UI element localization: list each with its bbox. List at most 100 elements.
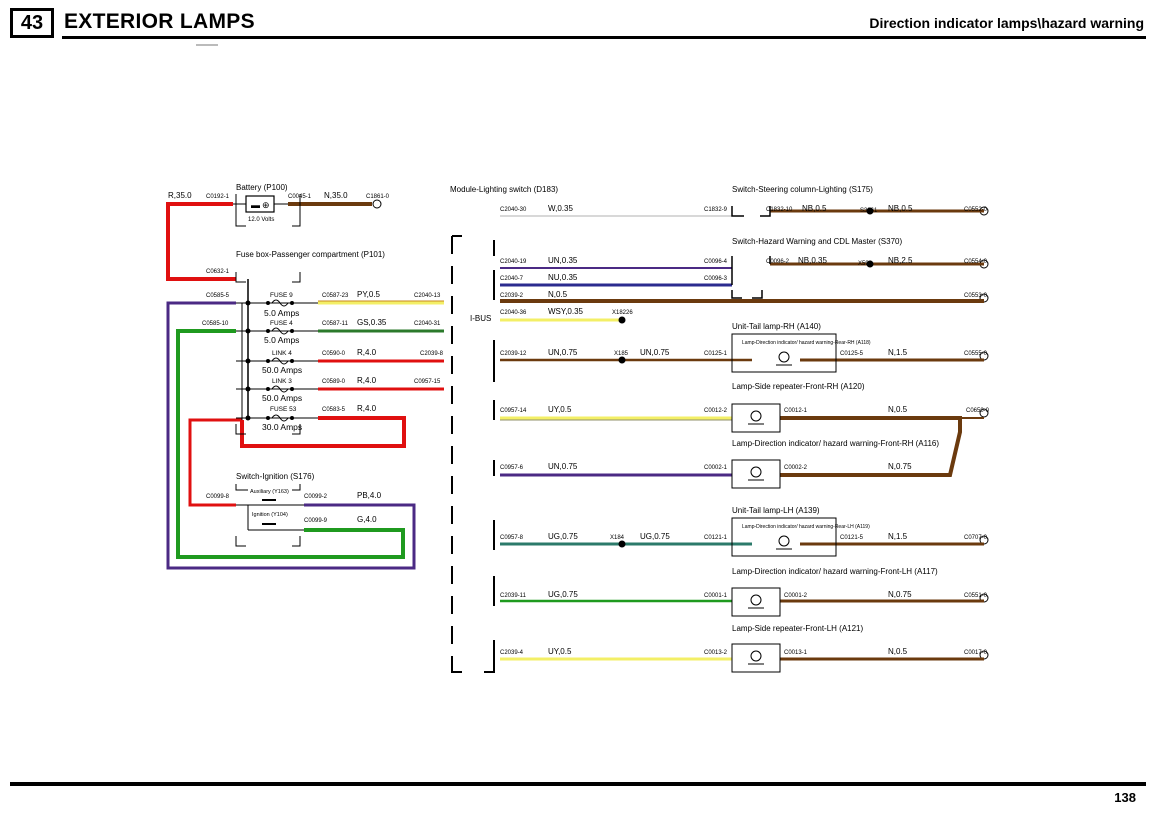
conn-label: C0001-1 xyxy=(704,593,728,599)
conn-label: C0013-2 xyxy=(704,650,728,656)
conn-label: S3361 xyxy=(860,208,878,214)
label-side-lh: Lamp-Side repeater-Front-LH (A121) xyxy=(732,624,864,633)
label-fusebox: Fuse box-Passenger compartment (P101) xyxy=(236,250,385,259)
conn-label: C0017-0 xyxy=(964,650,988,656)
conn-label: C0099-8 xyxy=(206,494,230,500)
conn-label: C0099-9 xyxy=(304,518,328,524)
conn-label: C0096-3 xyxy=(704,276,728,282)
conn-label: C0957-15 xyxy=(414,379,441,385)
wire-label: NB,2.5 xyxy=(888,256,913,265)
wire-label: N,1.5 xyxy=(888,532,908,541)
conn-label: X184 xyxy=(610,535,625,541)
switch-boxes xyxy=(731,206,771,299)
conn-label: C1832-9 xyxy=(704,207,728,213)
conn-label: C2040-19 xyxy=(500,259,527,265)
fuse-rating: 5.0 Amps xyxy=(264,335,299,345)
conn-label: C0013-1 xyxy=(784,650,808,656)
label-auxiliary: Auxiliary (Y163) xyxy=(250,489,289,495)
signal-wires xyxy=(500,209,984,661)
conn-label: C0121-1 xyxy=(704,535,728,541)
conn-label: C0001-2 xyxy=(784,593,808,599)
conn-label: C2039-8 xyxy=(420,351,444,357)
conn-label: C2040-13 xyxy=(414,293,441,299)
lighting-module-outline xyxy=(451,235,495,673)
conn-label: C0585-5 xyxy=(206,293,230,299)
page-subtitle: Direction indicator lamps\hazard warning xyxy=(869,15,1144,31)
wire-label: N,1.5 xyxy=(888,348,908,357)
conn-label: C2040-7 xyxy=(500,276,524,282)
fuse-dots xyxy=(245,300,294,421)
fuse-texts: FUSE 9 5.0 Amps FUSE 4 5.0 Amps LINK 4 5… xyxy=(262,292,302,432)
conn-label: C0587-11 xyxy=(322,321,349,327)
wire-red-ign xyxy=(188,418,242,507)
conn-label: C0957-6 xyxy=(500,465,524,471)
conn-label: C0957-8 xyxy=(500,535,524,541)
conn-label: X185 xyxy=(614,351,629,357)
conn-label: C0012-2 xyxy=(704,408,728,414)
conn-label: C0552-0 xyxy=(964,207,988,213)
conn-label: X18226 xyxy=(612,310,633,316)
fuse-name: FUSE 53 xyxy=(270,406,297,413)
fuse-name: LINK 4 xyxy=(272,350,292,357)
conn-label: C0012-1 xyxy=(784,408,808,414)
page-number: 138 xyxy=(1114,790,1136,805)
label-tail-lh-inner: Lamp-Direction indicator/ hazard warning… xyxy=(742,524,870,530)
wire-label: NU,0.35 xyxy=(548,273,578,282)
wire-label: UN,0.35 xyxy=(548,256,578,265)
conn-label: C2040-30 xyxy=(500,207,527,213)
wire-purple-loop xyxy=(166,301,416,570)
conn-label: C2039-11 xyxy=(500,593,527,599)
label-ignition-switch: Switch-Ignition (S176) xyxy=(236,472,315,481)
fuse-name: FUSE 9 xyxy=(270,292,293,299)
splice-dots xyxy=(618,207,874,548)
wire-label: UN,0.75 xyxy=(640,348,670,357)
label-front-lh: Lamp-Direction indicator/ hazard warning… xyxy=(732,567,938,576)
conn-label: X596 xyxy=(858,261,873,267)
conn-label: C0121-5 xyxy=(840,535,864,541)
conn-label: C2039-2 xyxy=(500,293,524,299)
fuse-rating: 5.0 Amps xyxy=(264,308,299,318)
footer-rule xyxy=(10,782,1146,786)
fuse-rating: 30.0 Amps xyxy=(262,422,302,432)
conn-label: C2040-36 xyxy=(500,310,527,316)
earth-symbols xyxy=(372,199,989,660)
component-labels: Battery (P100) 12.0 Volts Fuse box-Passe… xyxy=(236,183,939,633)
label-tail-rh: Unit-Tail lamp-RH (A140) xyxy=(732,322,821,331)
wire-label: R,4.0 xyxy=(357,404,377,413)
conn-label: C0002-1 xyxy=(704,465,728,471)
wire-r35 xyxy=(166,202,236,281)
label-tail-rh-inner: Lamp-Direction indicator/ hazard warning… xyxy=(742,340,871,346)
wire-label: R,35.0 xyxy=(168,191,192,200)
conn-label: C0585-10 xyxy=(202,321,229,327)
conn-label: C1832-10 xyxy=(766,207,793,213)
header-rule xyxy=(62,36,1146,39)
conn-label: C0096-2 xyxy=(766,259,790,265)
wire-label: N,0.75 xyxy=(888,462,912,471)
wire-r4c xyxy=(240,416,406,448)
wire-label: UG,0.75 xyxy=(548,532,578,541)
lamp-boxes xyxy=(731,333,837,673)
wire-label: N,0.5 xyxy=(888,647,908,656)
wire-label: N,0.5 xyxy=(548,290,568,299)
conn-label: C2039-4 xyxy=(500,650,524,656)
ignition-switch-symbol xyxy=(235,484,304,547)
wire-label: UG,0.75 xyxy=(548,590,578,599)
conn-label: C0192-1 xyxy=(206,194,230,200)
page-title: EXTERIOR LAMPS xyxy=(64,10,255,33)
conn-label: C0045-1 xyxy=(288,194,312,200)
wire-label: R,4.0 xyxy=(357,376,377,385)
conn-label: C0553-0 xyxy=(964,293,988,299)
label-battery: Battery (P100) xyxy=(236,183,288,192)
conn-label: C0587-23 xyxy=(322,293,349,299)
label-battery-volts: 12.0 Volts xyxy=(248,217,274,223)
svg-text:▬: ▬ xyxy=(251,200,260,210)
wire-label: GS,0.35 xyxy=(357,318,387,327)
header-tick xyxy=(196,44,218,46)
conn-label: C0125-1 xyxy=(704,351,728,357)
section-number-box: 43 xyxy=(10,8,54,38)
wire-label: UY,0.5 xyxy=(548,647,572,656)
fuse-name: LINK 3 xyxy=(272,378,292,385)
conn-label: C0707-0 xyxy=(964,535,988,541)
connector-labels: R,35.0 C0192-1 C0045-1 N,35.0 C1861-0 C0… xyxy=(168,191,990,656)
label-steering-switch: Switch-Steering column-Lighting (S175) xyxy=(732,185,873,194)
